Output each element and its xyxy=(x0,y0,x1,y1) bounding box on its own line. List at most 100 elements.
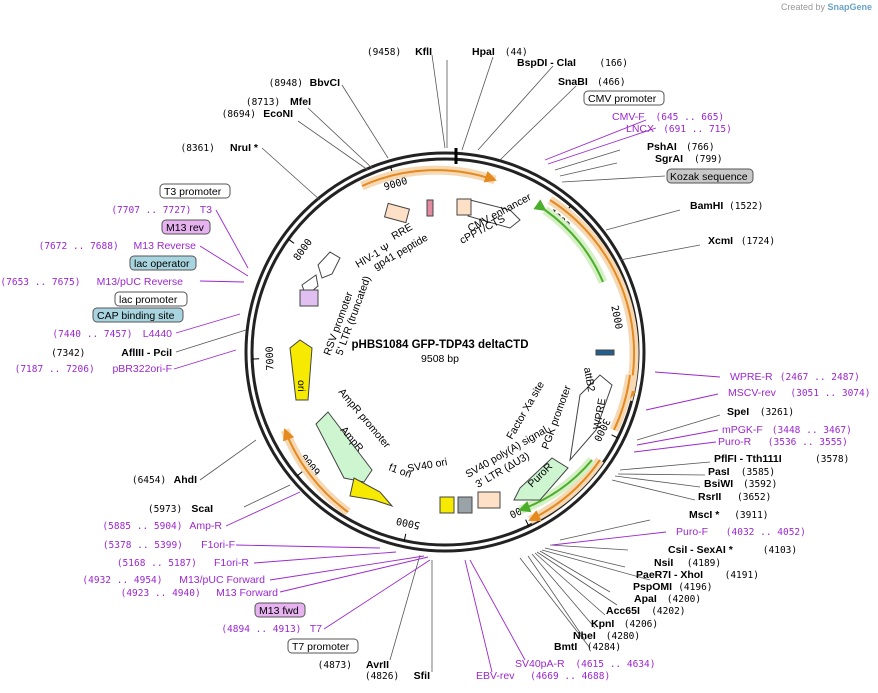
tick-mark-5 xyxy=(296,471,303,477)
primer-left-name-9: M13 Forward xyxy=(216,587,278,599)
arc-ampr-outer-line xyxy=(282,428,349,513)
primer-left-pos-6: (5378 .. 5399) xyxy=(103,540,183,551)
puror-arrow xyxy=(513,457,569,501)
enzyme-right-name-4: SgrAI xyxy=(655,153,683,165)
primer-left-pos-9: (4923 .. 4940) xyxy=(121,588,201,599)
enzyme-left-pos-3: (8694) xyxy=(222,109,256,120)
enzyme-right-pos-8: (3578) xyxy=(815,454,849,465)
primer-right-pos-3: (3051 .. 3074) xyxy=(790,388,870,399)
primer-leaders xyxy=(173,119,721,673)
tick-mark-4 xyxy=(403,533,407,541)
primer-left-name-0: T3 xyxy=(200,204,212,216)
enzyme-left-pos-4: (8361) xyxy=(180,143,214,154)
primer-right-name-4: mPGK-F xyxy=(722,424,763,436)
arc-9000-region-line xyxy=(361,169,497,187)
label-wpre: WPRE xyxy=(591,397,608,430)
enzyme-right-pos-18: (4202) xyxy=(651,606,685,617)
enzyme-right-name-14: NsiI xyxy=(654,557,673,569)
enzyme-right-name-16: PspOMI xyxy=(633,581,672,593)
enzyme-left-name-8: AvrII xyxy=(366,659,389,671)
enzyme-left-pos-5: (7342) xyxy=(51,348,85,359)
enzyme-right-name-13: CsiI - SexAI * xyxy=(668,544,734,556)
tick-mark-3 xyxy=(525,519,530,527)
primer-right-name-1: LNCX xyxy=(626,123,654,135)
label-attb2: attB2 xyxy=(581,366,597,392)
enzyme-right-pos-14: (4189) xyxy=(687,558,721,569)
feature-arcs xyxy=(280,165,639,525)
enzyme-right-name-18: Acc65I xyxy=(606,605,640,617)
primer-right-name-5: Puro-R xyxy=(718,436,752,448)
cppt-box xyxy=(456,198,472,216)
label-pgk: PGK promoter xyxy=(540,383,574,451)
enzyme-right-name-0: HpaI xyxy=(472,46,495,58)
ampr-arrow xyxy=(315,411,373,483)
enzyme-right-name-5: BamHI xyxy=(690,200,723,212)
primer-left-pos-7: (5168 .. 5187) xyxy=(117,558,197,569)
enzyme-right-pos-15: (4191) xyxy=(725,570,759,581)
enzyme-right-pos-5: (1522) xyxy=(729,201,763,212)
primer-right-name-3: MSCV-rev xyxy=(728,387,777,399)
box-cmv-promoter: CMV promoter xyxy=(588,93,657,105)
enzyme-right-pos-13: (4103) xyxy=(763,545,797,556)
enzyme-right-name-10: BsiWI xyxy=(704,478,733,490)
arc-puror-green-line xyxy=(518,459,593,513)
enzyme-right-pos-1: (166) xyxy=(599,58,628,69)
enzyme-right-name-7: SpeI xyxy=(727,406,749,418)
enzyme-right-name-1: BspDI - ClaI xyxy=(517,57,576,69)
enzyme-left-pos-7: (5973) xyxy=(148,504,182,515)
enzyme-right-pos-9: (3585) xyxy=(741,467,775,478)
primer-left-pos-10: (4894 .. 4913) xyxy=(221,624,301,635)
primer-right-name-0: CMV-F xyxy=(612,111,645,123)
primer-right-pos-5: (3536 .. 3555) xyxy=(768,437,848,448)
enzyme-left-name-5: AflIII - PciI xyxy=(121,347,172,359)
enzyme-right-pos-4: (799) xyxy=(694,154,723,165)
enzyme-right-pos-7: (3261) xyxy=(760,407,794,418)
label-sv40ori: SV40 ori xyxy=(406,456,448,475)
enzyme-right-pos-12: (3911) xyxy=(734,510,768,521)
primer-right-pos-1: (691 .. 715) xyxy=(663,124,732,135)
enzyme-right-pos-6: (1724) xyxy=(741,236,775,247)
primer-left-pos-1: (7672 .. 7688) xyxy=(39,241,119,252)
attb2-box xyxy=(595,349,615,356)
enzyme-left-name-1: BbvCI xyxy=(310,77,340,89)
box-m13-rev: M13 rev xyxy=(166,222,205,234)
enzyme-left-name-2: MfeI xyxy=(290,96,311,108)
arc-puror-outer-line xyxy=(528,459,601,522)
primer-left-name-5: Amp-R xyxy=(189,520,222,532)
primer-right-pos-0: (645 .. 665) xyxy=(656,112,725,123)
enzyme-right-name-2: SnaBI xyxy=(558,76,588,88)
plasmid-name: pHBS1084 GFP-TDP43 deltaCTD xyxy=(351,339,528,351)
f1ori-arrow xyxy=(349,477,394,508)
enzyme-left-name-6: AhdI xyxy=(174,474,197,486)
primer-left-pos-3: (7440 .. 7457) xyxy=(52,329,132,340)
primer-left-name-6: F1ori-F xyxy=(201,539,235,551)
enzyme-right-name-15: PaeR7I - XhoI xyxy=(636,569,703,581)
enzyme-right-name-17: ApaI xyxy=(634,593,657,605)
enzyme-right-pos-19: (4206) xyxy=(624,619,658,630)
tick-label-1: 2000 xyxy=(608,305,624,331)
enzyme-left-name-4: NruI * xyxy=(230,142,259,154)
primer-bottom-pos-0: (4615 .. 4634) xyxy=(575,659,655,670)
backbone-outer-ring xyxy=(244,151,646,553)
box-m13-fwd: M13 fwd xyxy=(259,605,299,617)
enzyme-right-name-8: PflFI - Tth111I xyxy=(714,453,782,465)
primer-bottom-name-0: SV40pA-R xyxy=(515,658,565,670)
tick-mark-7 xyxy=(288,238,295,244)
primer-left-name-1: M13 Reverse xyxy=(134,240,197,252)
primer-left-name-2: M13/pUC Reverse xyxy=(97,276,184,288)
rre-box xyxy=(383,202,411,224)
enzyme-right-pos-20: (4280) xyxy=(606,631,640,642)
enzyme-left-name-9: SfiI xyxy=(414,670,430,682)
enzyme-right-pos-10: (3592) xyxy=(743,479,777,490)
tick-label-4: 5000 xyxy=(395,515,421,531)
primer-labels: CMV-F(645 .. 665)LNCX(691 .. 715)WPRE-R(… xyxy=(0,111,870,682)
enzyme-left-pos-0: (9458) xyxy=(367,47,401,58)
pgk-arrow xyxy=(569,374,613,462)
box-t3-promoter: T3 promoter xyxy=(164,186,222,198)
arc-gfp-line xyxy=(549,199,637,402)
enzyme-left-name-7: ScaI xyxy=(191,503,213,515)
hiv1-box xyxy=(426,199,434,217)
primer-left-name-4: pBR322ori-F xyxy=(112,363,172,375)
enzyme-left-pos-6: (6454) xyxy=(132,475,166,486)
label-ori: ori xyxy=(295,380,307,392)
